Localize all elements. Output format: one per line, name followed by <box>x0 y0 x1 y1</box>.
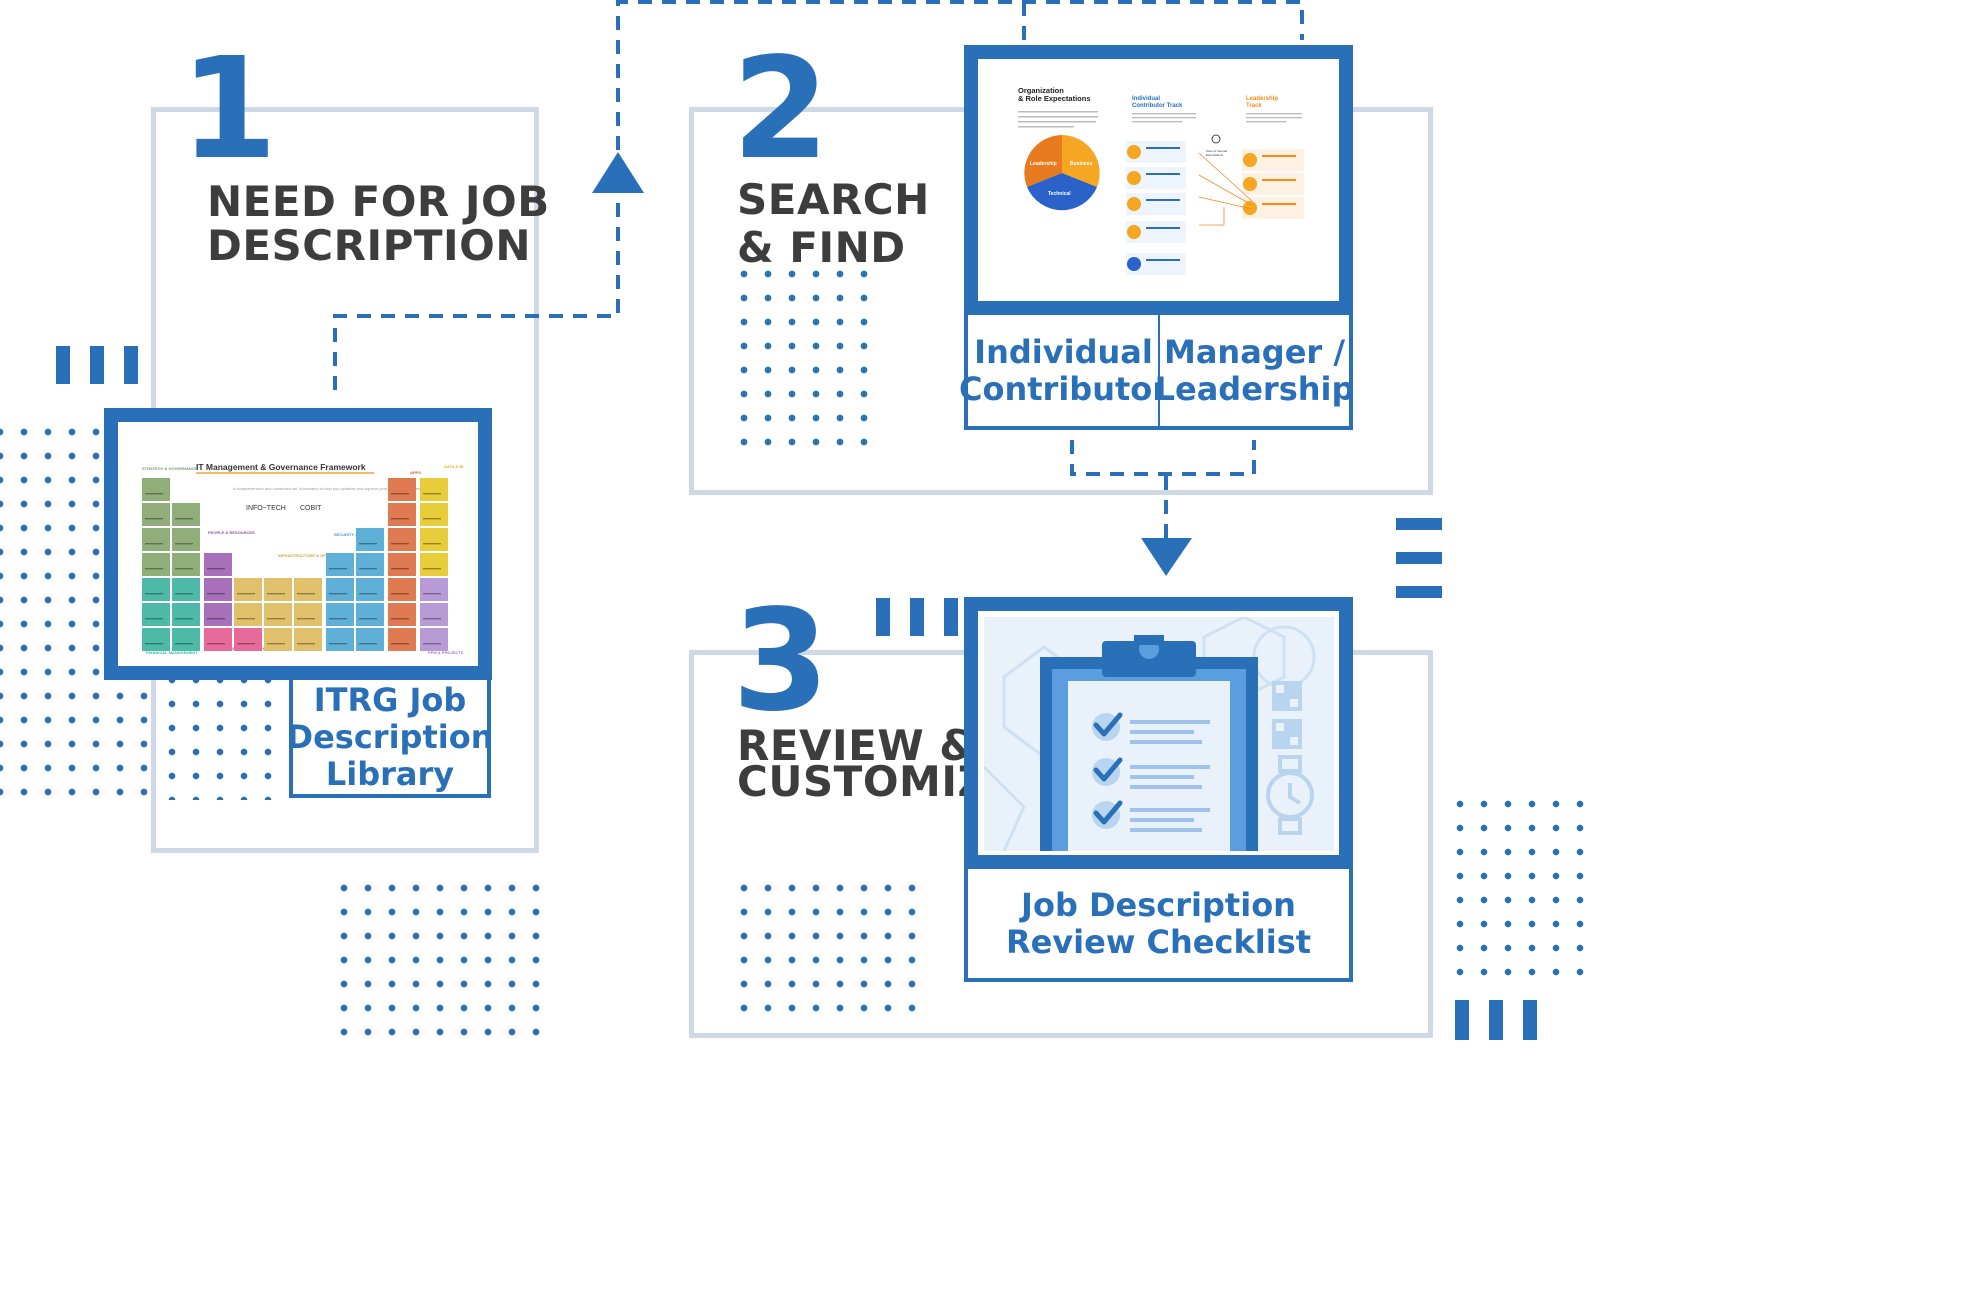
dot-grid-left-lower <box>160 668 280 800</box>
connector-top <box>616 0 1304 150</box>
option-manager-leadership[interactable]: Manager / Leadership <box>1154 311 1355 430</box>
option-lead-line: Leadership <box>1154 369 1355 408</box>
framework-cat-ppm: PPM & PROJECTS <box>428 650 464 655</box>
framework-thumbnail[interactable]: IT Management & Governance Framework A c… <box>104 408 492 680</box>
step-1-number: 1 <box>180 28 277 191</box>
step-1-heading: NEED FOR JOB DESCRIPTION <box>207 180 550 268</box>
itrg-library-line: ITRG Job <box>313 680 467 719</box>
step-3-number: 3 <box>732 580 829 743</box>
framework-title: IT Management & Governance Framework <box>196 462 366 472</box>
step-2-heading-line: SEARCH <box>737 175 930 224</box>
framework-cat-data: DATA & BI <box>444 464 463 469</box>
pie-label-business: Business <box>1070 161 1092 167</box>
dot-grid-search <box>732 262 876 454</box>
pie-label-technical: Technical <box>1048 191 1071 197</box>
pie-label-leadership: Leadership <box>1030 161 1057 167</box>
checklist-image <box>984 617 1334 851</box>
bar-accent-right <box>1396 518 1442 598</box>
role-title-line: Organization <box>1018 86 1064 95</box>
svg-text:Expectations: Expectations <box>1206 153 1224 157</box>
step-1-heading-line: NEED FOR JOB <box>207 177 550 226</box>
role-expectations-thumbnail[interactable]: Organization & Role Expectations Leaders… <box>964 45 1353 315</box>
track-lead-line: Track <box>1246 103 1262 109</box>
step-2-heading: SEARCH & FIND <box>737 176 930 272</box>
arrow-up-icon <box>592 152 644 193</box>
framework-thumbnail-image: IT Management & Governance Framework A c… <box>128 432 468 660</box>
itrg-library-label[interactable]: ITRG Job Description Library <box>286 676 494 798</box>
dot-grid-left <box>0 420 84 800</box>
framework-logo-infotech: INFO~TECH <box>246 505 286 512</box>
framework-cat-infra: INFRASTRUCTURE & OPERATIONS <box>278 553 346 558</box>
framework-cat-financial: FINANCIAL MANAGEMENT <box>146 650 198 655</box>
checkmark-icon <box>1093 712 1123 737</box>
track-lead-line: Leadership <box>1246 96 1278 102</box>
framework-cat-security: SECURITY & RISK <box>334 532 369 537</box>
arrow-down-icon <box>1141 538 1192 576</box>
framework-logo-cobit: COBIT <box>300 505 322 512</box>
svg-text:Zone of Internal: Zone of Internal <box>1206 149 1227 153</box>
framework-subtitle: A comprehensive and connected set of res… <box>233 486 421 491</box>
step-3-heading-line: REVIEW & <box>737 721 977 770</box>
review-checklist-line: Job Description <box>1021 885 1296 924</box>
option-ic-line: Individual <box>974 332 1153 371</box>
review-checklist-label[interactable]: Job Description Review Checklist <box>964 865 1353 982</box>
bar-accent-left <box>56 346 138 384</box>
bar-accent-bottom-right <box>1455 1000 1537 1040</box>
dot-grid-right <box>1448 792 1592 984</box>
option-lead-line: Manager / <box>1163 332 1346 371</box>
track-ic-line: Individual <box>1132 96 1160 102</box>
connector-options <box>1070 440 1256 476</box>
checkmark-icon <box>1093 757 1123 782</box>
connector-step1-up <box>333 190 620 390</box>
checkmark-icon <box>1093 800 1123 825</box>
track-cards <box>1126 141 1304 275</box>
dot-grid-review <box>732 876 924 1020</box>
framework-periodic-table <box>142 478 448 651</box>
dot-grid-bottom-center <box>332 876 548 1044</box>
itrg-library-line: Library <box>325 754 455 793</box>
itrg-library-line: Description <box>286 717 494 756</box>
role-expectations-image: Organization & Role Expectations Leaders… <box>984 65 1334 297</box>
qr-code-icon <box>1272 681 1302 749</box>
checklist-checks <box>1092 713 1120 829</box>
step-1-heading-line: DESCRIPTION <box>207 221 532 270</box>
step-2-number: 2 <box>732 28 829 191</box>
framework-cat-strategy: STRATEGY & GOVERNANCE <box>142 466 198 471</box>
track-ic-line: Contributor Track <box>1132 103 1183 109</box>
step-2-heading-line: & FIND <box>737 223 906 272</box>
framework-cat-people: PEOPLE & RESOURCES <box>208 530 255 535</box>
checklist-thumbnail[interactable] <box>964 597 1353 869</box>
option-individual-contributor[interactable]: Individual Contributor <box>959 311 1168 430</box>
review-checklist-line: Review Checklist <box>1005 922 1312 961</box>
option-ic-line: Contributor <box>958 369 1169 408</box>
watch-icon <box>1266 755 1314 835</box>
framework-cat-apps: APPS <box>410 470 421 475</box>
role-title-line: & Role Expectations <box>1018 94 1091 103</box>
bar-accent-step3 <box>876 598 958 636</box>
